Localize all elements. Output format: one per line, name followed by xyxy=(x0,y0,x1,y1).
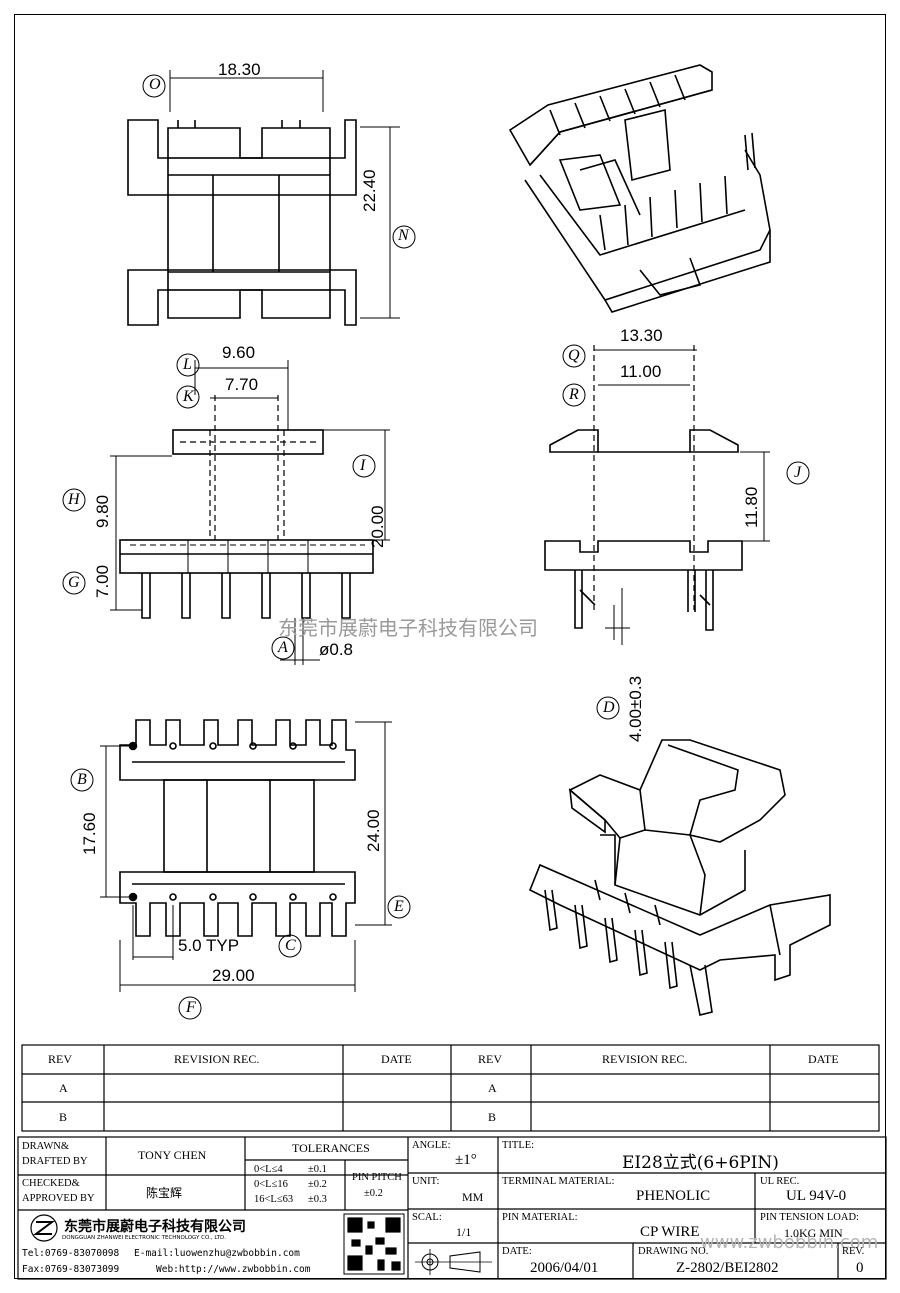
angle-value: ±1° xyxy=(455,1152,477,1168)
drawing-title: EI28立式(6+6PIN) xyxy=(622,1153,779,1173)
tol-value-2: ±0.2 xyxy=(308,1179,327,1190)
drafted-label: DRAFTED BY xyxy=(22,1156,88,1167)
title-label: TITLE: xyxy=(502,1140,535,1151)
watermark: 东莞市展蔚电子科技有限公司 xyxy=(278,616,538,640)
watermark-url: www.zwbobbin.com xyxy=(700,1232,879,1253)
label-j: J xyxy=(794,464,802,481)
company-cn: 东莞市展蔚电子科技有限公司 xyxy=(64,1219,246,1235)
tol-range-3: 16<L≤63 xyxy=(254,1194,294,1205)
rev-label: REV. xyxy=(842,1246,865,1257)
label-h: H xyxy=(68,491,80,508)
tol-value-1: ±0.1 xyxy=(308,1164,327,1175)
label-l: L xyxy=(183,356,192,373)
dim-front-upper: 9.80 xyxy=(93,494,112,528)
front-view xyxy=(62,353,390,665)
fax: Fax:0769-83073099 xyxy=(22,1264,120,1275)
tension-label: PIN TENSION LOAD: xyxy=(760,1212,859,1223)
dim-front-inner: 7.70 xyxy=(225,375,259,394)
company-en: DONGGUAN ZHANWEI ELECTRONIC TECHNOLOGY C… xyxy=(62,1235,226,1241)
label-g: G xyxy=(68,574,80,591)
rev-rec-header-2: REVISION REC. xyxy=(602,1052,688,1066)
dim-pin-length: 4.00±0.3 xyxy=(626,675,645,742)
rev-rec-header-1: REVISION REC. xyxy=(174,1052,260,1066)
pin-material-value: CP WIRE xyxy=(640,1224,700,1240)
tolerances-label: TOLERANCES xyxy=(292,1141,370,1155)
dim-pin-diameter: ø0.8 xyxy=(319,640,354,659)
approved-by: 陈宝辉 xyxy=(146,1186,183,1200)
label-e: E xyxy=(394,898,404,915)
drawing-no-value: Z-2802/BEI2802 xyxy=(676,1260,779,1276)
date-label: DATE: xyxy=(502,1246,532,1257)
dim-pin-pitch: 5.0 TYP xyxy=(178,936,240,955)
revision-table xyxy=(21,1044,880,1132)
top-view xyxy=(127,70,416,326)
email: E-mail:luowenzhu@zwbobbin.com xyxy=(134,1248,300,1259)
checked-label: CHECKED& xyxy=(22,1178,80,1189)
label-c: C xyxy=(285,937,296,954)
tel: Tel:0769-83070098 xyxy=(22,1248,120,1259)
unit-value: MM xyxy=(462,1190,484,1204)
dim-top-width: 18.30 xyxy=(218,60,261,79)
bottom-view xyxy=(70,719,411,1020)
unit-label: UNIT: xyxy=(412,1176,440,1187)
scale-label: SCAL: xyxy=(412,1212,442,1223)
side-view xyxy=(544,344,810,720)
label-a: A xyxy=(278,639,288,656)
label-k: K xyxy=(183,388,194,405)
web: Web:http://www.zwbobbin.com xyxy=(156,1264,311,1275)
dim-bottom-height: 24.00 xyxy=(364,809,383,852)
dim-bottom-row: 17.60 xyxy=(80,812,99,855)
rev-row-b-left: B xyxy=(59,1110,68,1124)
drawn-by: TONY CHEN xyxy=(138,1148,207,1162)
rev-header-1: REV xyxy=(48,1052,72,1066)
dim-top-height: 22.40 xyxy=(360,169,379,212)
label-q: Q xyxy=(568,347,580,364)
pin-material-label: PIN MATERIAL: xyxy=(502,1212,578,1223)
date-header-2: DATE xyxy=(808,1052,839,1066)
date-header-1: DATE xyxy=(381,1052,412,1066)
tol-value-3: ±0.3 xyxy=(308,1194,327,1205)
drawing-no-label: DRAWING NO. xyxy=(638,1246,709,1257)
pin-pitch-tol: ±0.2 xyxy=(364,1188,383,1199)
ul-value: UL 94V-0 xyxy=(786,1188,847,1204)
drawn-label: DRAWN& xyxy=(22,1141,69,1152)
title-block xyxy=(17,1136,887,1280)
dim-front-outer: 9.60 xyxy=(222,343,256,362)
angle-label: ANGLE: xyxy=(412,1140,451,1151)
rev-value: 0 xyxy=(856,1260,864,1276)
label-b: B xyxy=(77,771,87,788)
rev-row-a-right: A xyxy=(488,1081,497,1095)
label-o: O xyxy=(149,76,161,93)
label-d: D xyxy=(603,699,615,716)
rev-row-a-left: A xyxy=(59,1081,68,1095)
approved-label: APPROVED BY xyxy=(22,1193,95,1204)
dim-side-inner: 11.00 xyxy=(620,362,662,381)
dim-bottom-width: 29.00 xyxy=(212,966,255,985)
rev-header-2: REV xyxy=(478,1052,502,1066)
label-r: R xyxy=(569,386,579,403)
terminal-material-label: TERMINAL MATERIAL: xyxy=(502,1176,615,1187)
pin-pitch-label: PIN PITCH xyxy=(352,1172,402,1183)
dim-side-outer: 13.30 xyxy=(620,326,663,345)
ul-label: UL REC. xyxy=(760,1176,800,1187)
dim-front-total: 20.00 xyxy=(368,505,387,548)
label-i: I xyxy=(360,457,366,474)
dim-front-base: 7.00 xyxy=(93,564,112,598)
date-value: 2006/04/01 xyxy=(530,1260,599,1276)
scale-value: 1/1 xyxy=(456,1225,472,1239)
dim-side-height: 11.80 xyxy=(742,486,761,528)
rev-row-b-right: B xyxy=(488,1110,497,1124)
tol-range-2: 0<L≤16 xyxy=(254,1179,288,1190)
label-n: N xyxy=(398,227,409,244)
tol-range-1: 0<L≤4 xyxy=(254,1164,283,1175)
iso-view-bottom xyxy=(528,739,831,1016)
label-f: F xyxy=(186,999,196,1016)
terminal-material-value: PHENOLIC xyxy=(636,1188,711,1204)
tension-value: 1.0KG MIN xyxy=(784,1226,843,1240)
iso-view-top xyxy=(508,64,771,313)
